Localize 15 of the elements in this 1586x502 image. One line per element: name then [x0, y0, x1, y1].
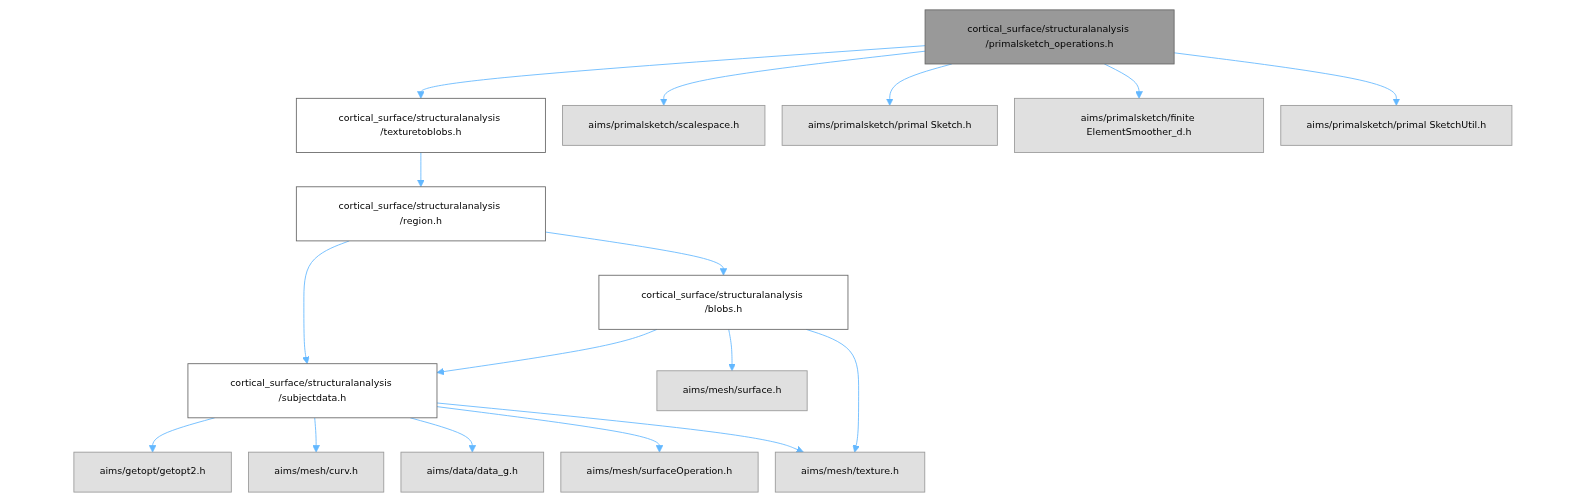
node-box: cortical_surface/structuralanalysis /subjectdata.h	[187, 363, 438, 419]
node-box: aims/mesh/surfaceOperation.h	[560, 451, 759, 493]
node-box: aims/mesh/surface.h	[656, 370, 808, 412]
node-box: aims/primalsketch/primal SketchUtil.h	[1280, 105, 1513, 146]
node-box: aims/primalsketch/scalespace.h	[562, 105, 766, 146]
node-box: aims/mesh/curv.h	[248, 451, 385, 493]
node-box: aims/mesh/texture.h	[774, 451, 926, 493]
node-box: aims/primalsketch/primal Sketch.h	[781, 105, 998, 146]
node-box: cortical_surface/structuralanalysis /region.h	[296, 186, 546, 242]
node-box: cortical_surface/structuralanalysis /primalsketch_operations.h	[924, 9, 1175, 65]
node-box: cortical_surface/structuralanalysis /blobs.h	[598, 274, 849, 330]
node-box: aims/data/data_g.h	[400, 451, 545, 493]
node-box: cortical_surface/structuralanalysis /texturetoblobs.h	[296, 97, 546, 153]
node-box: aims/getopt/getopt2.h	[73, 451, 232, 493]
node-box: aims/primalsketch/finite ElementSmoother_d.h	[1014, 97, 1265, 153]
